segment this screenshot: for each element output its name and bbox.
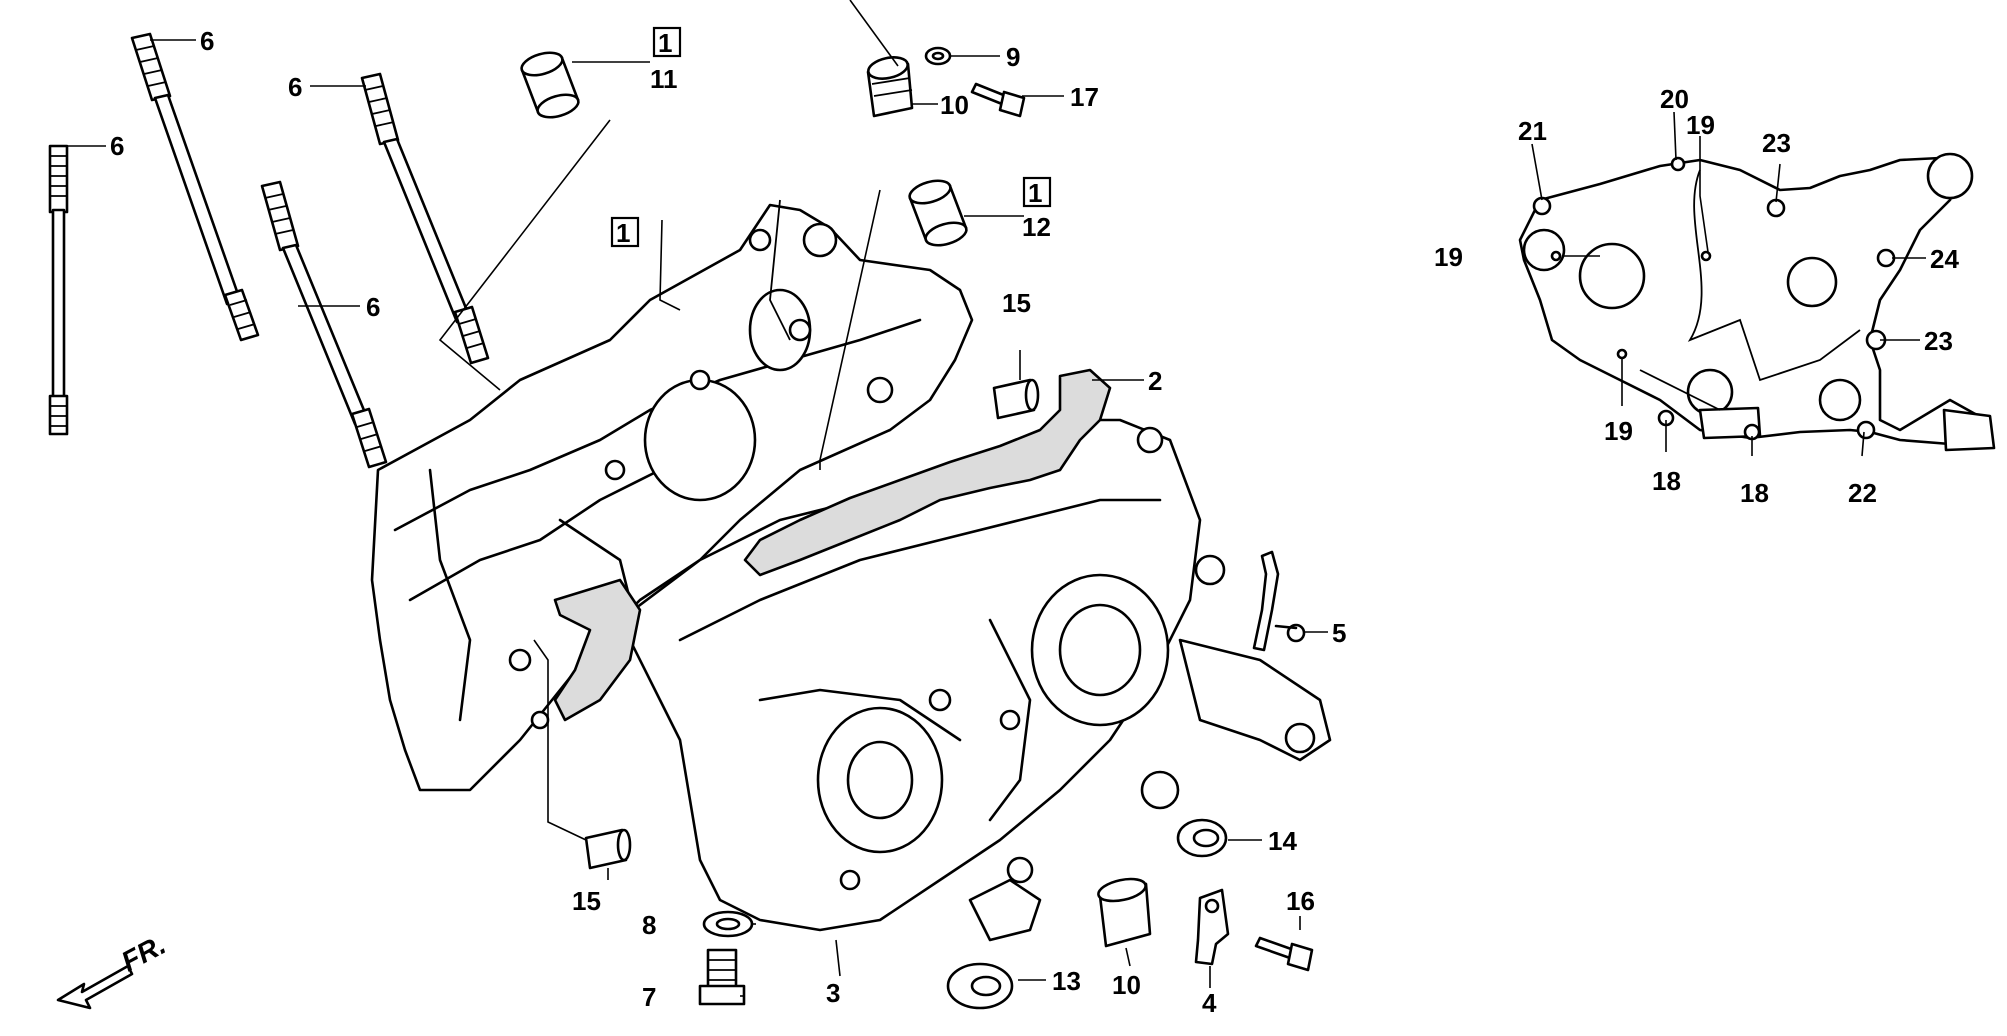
dowel-pin-15-upper	[992, 378, 1040, 420]
callout-20: 20	[1660, 84, 1689, 114]
callout-5: 5	[1332, 618, 1346, 648]
callout-8: 8	[642, 910, 656, 940]
ref-box-1-right	[1022, 176, 1052, 208]
washer-9	[924, 46, 952, 66]
bolt-16	[1254, 936, 1314, 972]
bolt-17	[970, 82, 1026, 118]
callout-1: 1	[616, 218, 630, 248]
callout-7: 7	[642, 982, 656, 1012]
oil-seal-10-lower	[1097, 877, 1152, 948]
callout-6: 6	[366, 292, 380, 322]
dowel-pin-15-lower	[584, 828, 632, 870]
ref-box-1-left	[610, 216, 640, 248]
callout-4: 4	[1202, 988, 1217, 1018]
callout-1: 1	[658, 28, 672, 58]
sealing-washer-8	[702, 910, 754, 938]
callout-24: 24	[1930, 244, 1959, 274]
callout-12: 12	[1022, 212, 1051, 242]
callout-15: 15	[1002, 288, 1031, 318]
callout-11: 11	[650, 64, 678, 94]
callout-2: 2	[1148, 366, 1162, 396]
stud-bolt-right	[360, 72, 490, 365]
crankcase-gasket	[553, 368, 1112, 722]
crankcase-cover-view	[1518, 152, 1996, 452]
callout-18: 18	[1652, 466, 1681, 496]
ref-box-1-top	[652, 26, 682, 58]
callout-16: 16	[1286, 886, 1315, 916]
cable-clamp-4	[1194, 888, 1230, 966]
needle-bearing-12	[908, 179, 968, 247]
oil-seal-14	[1176, 818, 1228, 858]
callout-15: 15	[572, 886, 601, 916]
leader-lines	[66, 0, 1926, 997]
callout-6: 6	[110, 131, 124, 161]
callout-labels: 6 6 6 6 1 1 1 11 12 9 10 17 15 2 5 14 15…	[110, 26, 1959, 1018]
callout-6: 6	[288, 72, 302, 102]
stud-bolt-middle	[260, 180, 388, 469]
callout-19: 19	[1604, 416, 1633, 446]
callout-17: 17	[1070, 82, 1099, 112]
callout-19: 19	[1686, 110, 1715, 140]
needle-bearing-11	[520, 51, 580, 119]
callout-21: 21	[1518, 116, 1547, 146]
callout-13: 13	[1052, 966, 1081, 996]
callout-1: 1	[1028, 178, 1042, 208]
callout-14: 14	[1268, 826, 1297, 856]
stud-bolt-left	[48, 144, 69, 436]
oil-seal-13	[946, 962, 1014, 1010]
oil-seal-10-upper	[866, 56, 914, 118]
callout-3: 3	[826, 978, 840, 1008]
callout-23: 23	[1762, 128, 1791, 158]
callout-6: 6	[200, 26, 214, 56]
callout-22: 22	[1848, 478, 1877, 508]
callout-10: 10	[940, 90, 969, 120]
callout-10: 10	[1112, 970, 1141, 1000]
callout-9: 9	[1006, 42, 1020, 72]
front-direction-arrow-icon: FR.	[56, 929, 171, 1010]
drain-bolt-7	[698, 948, 746, 1006]
callout-23: 23	[1924, 326, 1953, 356]
callout-18: 18	[1740, 478, 1769, 508]
hose-clip-5	[1252, 550, 1306, 652]
stud-bolt-upper-left	[130, 32, 260, 342]
callout-19: 19	[1434, 242, 1463, 272]
